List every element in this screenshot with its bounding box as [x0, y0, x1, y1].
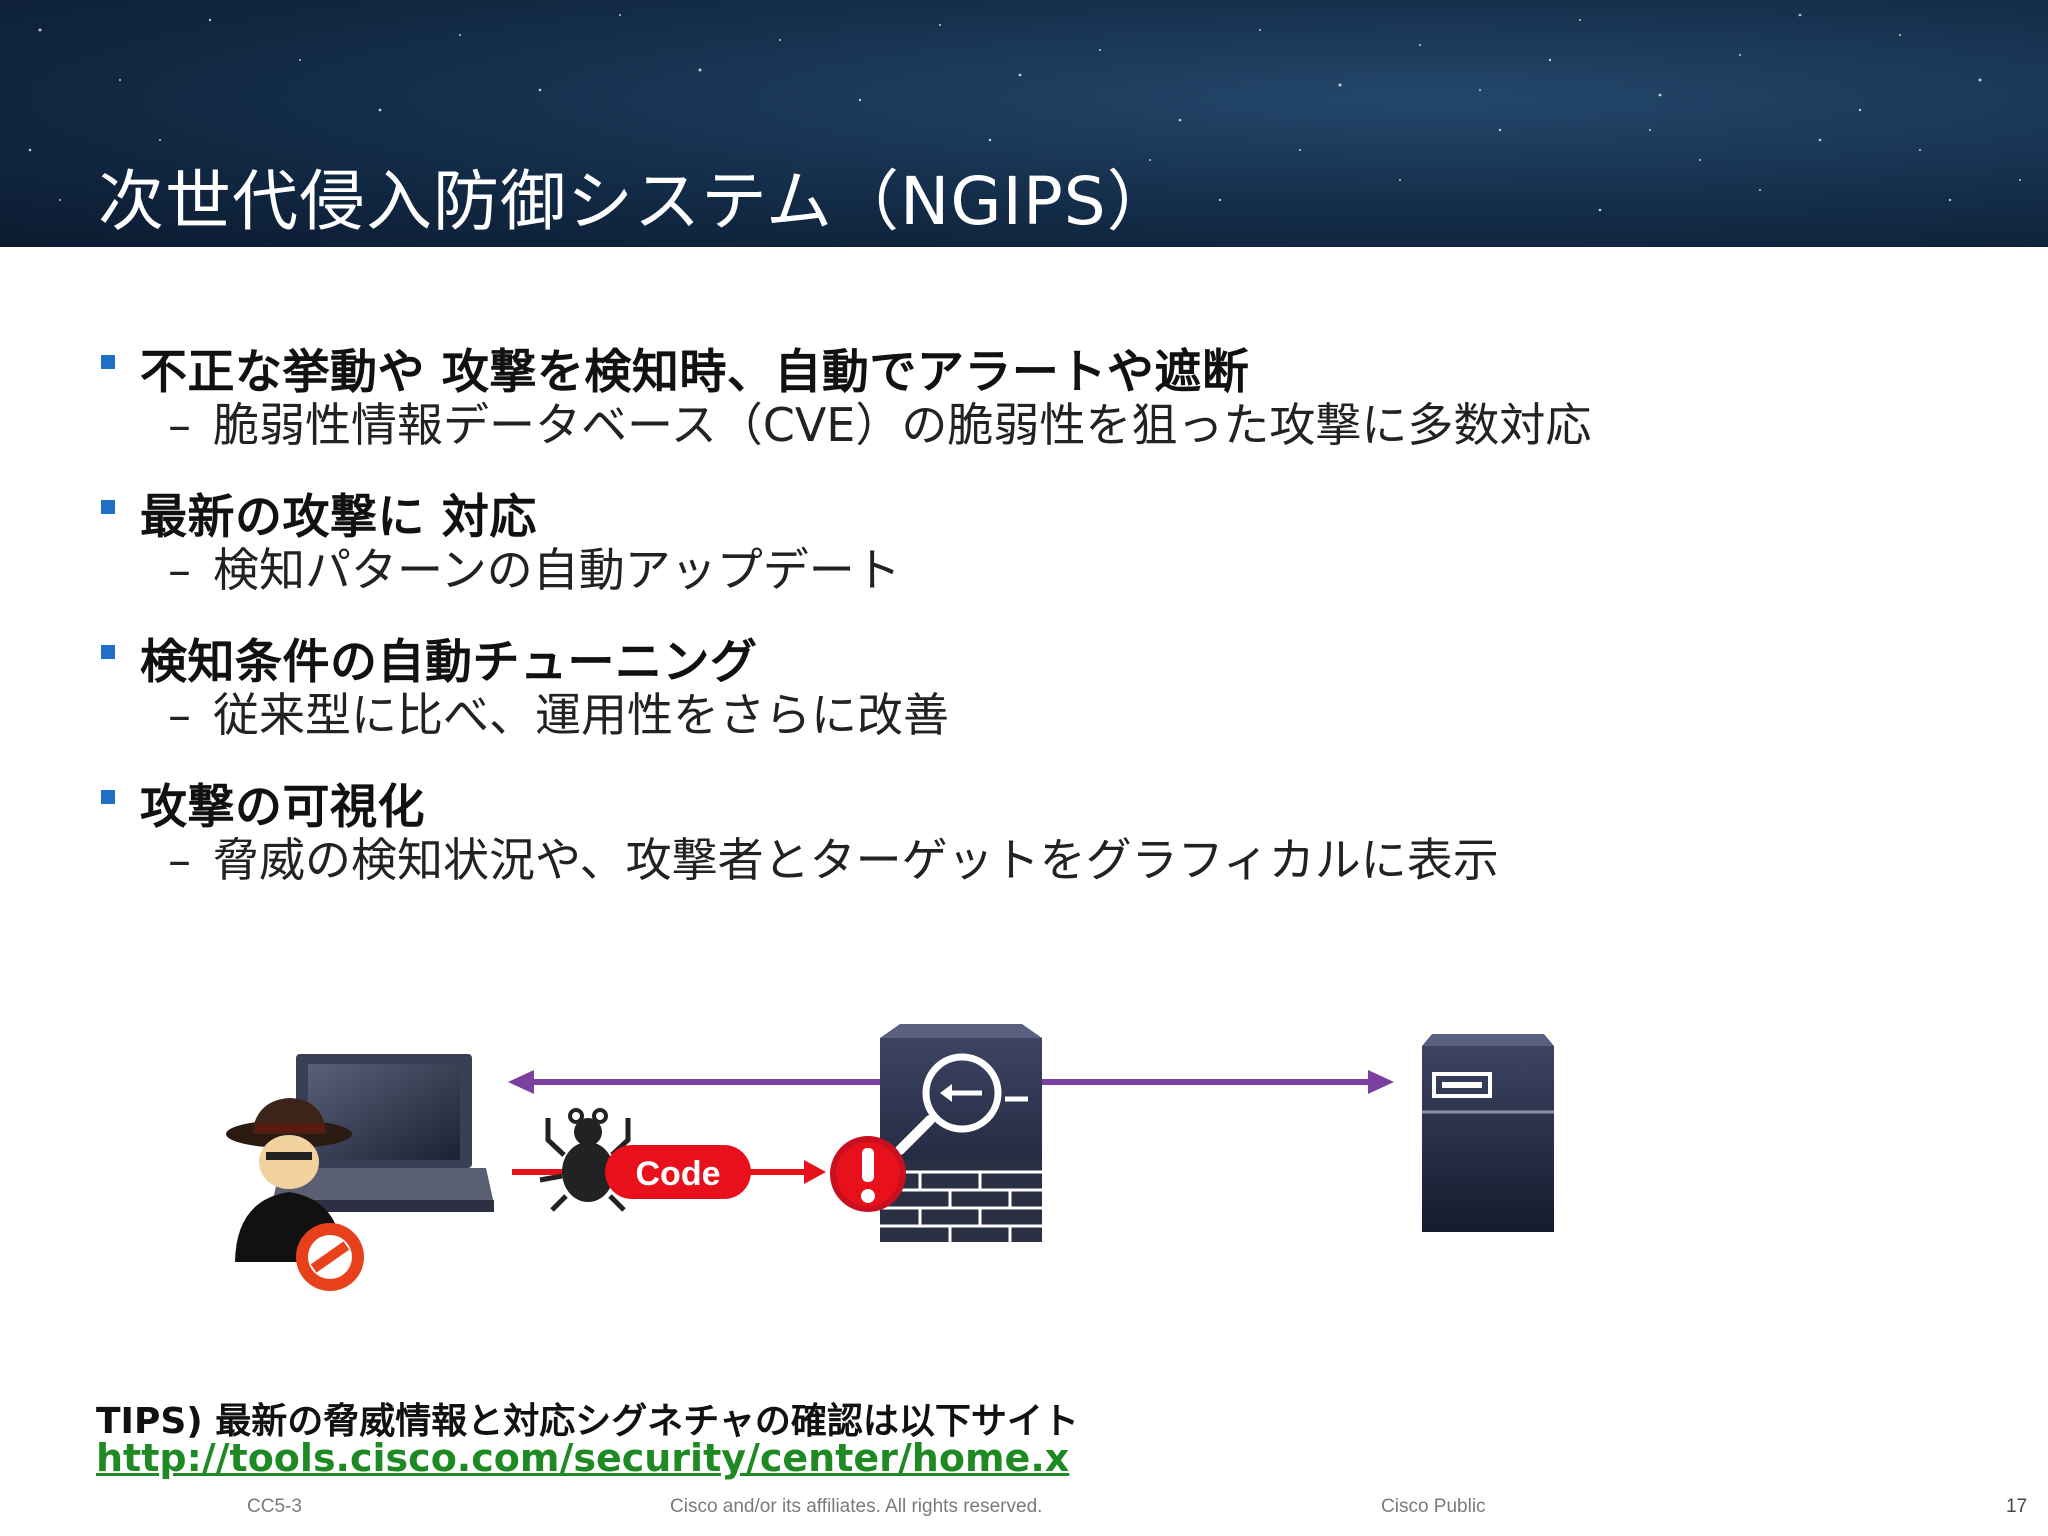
bullet-item: 最新の攻撃に 対応 –検知パターンの自動アップデート — [98, 478, 1898, 623]
footer-copyright: Cisco and/or its affiliates. All rights … — [670, 1496, 1043, 1517]
ngips-firewall-icon — [880, 1024, 1042, 1242]
slide-title: 次世代侵入防御システム（NGIPS） — [98, 163, 1174, 240]
footer-classification: Cisco Public — [1381, 1496, 1486, 1517]
attacker-laptop-icon — [226, 1054, 494, 1291]
server-icon — [1422, 1034, 1554, 1232]
bullet-heading: 不正な挙動や 攻撃を検知時、自動でアラートや遮断 — [140, 345, 1250, 400]
bullet-heading: 攻撃の可視化 — [140, 780, 425, 835]
dash: – — [168, 543, 191, 597]
alert-icon — [830, 1136, 906, 1212]
code-badge: Code — [605, 1145, 751, 1199]
bullet-subtext: –従来型に比べ、運用性をさらに改善 — [168, 679, 949, 745]
bullet-subtext: –脆弱性情報データベース（CVE）の脆弱性を狙った攻撃に多数対応 — [168, 389, 1591, 455]
bullet-item: 不正な挙動や 攻撃を検知時、自動でアラートや遮断 –脆弱性情報データベース（CV… — [98, 333, 1898, 478]
bullet-heading: 検知条件の自動チューニング — [140, 635, 758, 690]
bullet-square-icon — [101, 500, 115, 514]
bullet-list: 不正な挙動や 攻撃を検知時、自動でアラートや遮断 –脆弱性情報データベース（CV… — [98, 333, 1898, 913]
dash: – — [168, 398, 191, 452]
bullet-subtext-label: 検知パターンの自動アップデート — [213, 543, 901, 597]
bullet-heading: 最新の攻撃に 対応 — [140, 490, 537, 545]
bullet-subtext-label: 従来型に比べ、運用性をさらに改善 — [213, 688, 949, 742]
starfield-background — [28, 13, 2021, 212]
bullet-item: 攻撃の可視化 –脅威の検知状況や、攻撃者とターゲットをグラフィカルに表示 — [98, 768, 1898, 913]
security-center-link[interactable]: http://tools.cisco.com/security/center/h… — [96, 1436, 1070, 1480]
bullet-subtext-label: 脆弱性情報データベース（CVE）の脆弱性を狙った攻撃に多数対応 — [213, 398, 1592, 452]
bullet-subtext: –脅威の検知状況や、攻撃者とターゲットをグラフィカルに表示 — [168, 824, 1499, 890]
slide-header: 次世代侵入防御システム（NGIPS） — [0, 0, 2048, 247]
bullet-square-icon — [101, 355, 115, 369]
bullet-subtext-label: 脅威の検知状況や、攻撃者とターゲットをグラフィカルに表示 — [213, 833, 1499, 887]
tips-text: TIPS) 最新の脅威情報と対応シグネチャの確認は以下サイト — [96, 1401, 1079, 1442]
dash: – — [168, 833, 191, 887]
footer-code: CC5-3 — [247, 1496, 302, 1517]
code-label: Code — [636, 1155, 721, 1193]
bullet-square-icon — [101, 645, 115, 659]
bullet-item: 検知条件の自動チューニング –従来型に比べ、運用性をさらに改善 — [98, 623, 1898, 768]
dash: – — [168, 688, 191, 742]
network-diagram: Code — [226, 1024, 1554, 1291]
bullet-square-icon — [101, 790, 115, 804]
page-number: 17 — [2006, 1496, 2028, 1517]
bullet-subtext: –検知パターンの自動アップデート — [168, 534, 901, 600]
